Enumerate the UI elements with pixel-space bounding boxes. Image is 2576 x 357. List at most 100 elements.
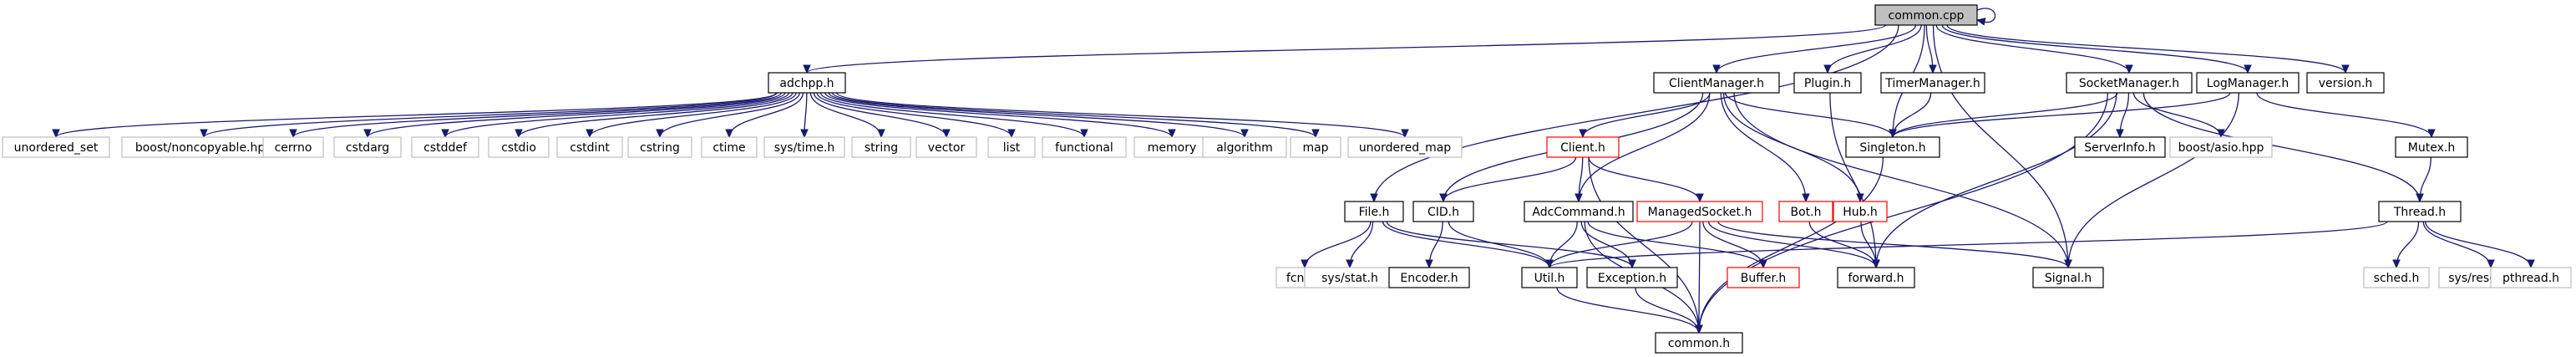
node-box: [915, 136, 977, 158]
node-clientmanager-h[interactable]: ClientManager.h: [1653, 72, 1780, 94]
node-plugin-h[interactable]: Plugin.h: [1793, 72, 1862, 94]
edge-line: [1698, 221, 1701, 334]
node-version-h[interactable]: version.h: [2306, 72, 2385, 94]
dependency-edge: [1925, 24, 1937, 74]
node-mutex-h[interactable]: Mutex.h: [2395, 136, 2468, 158]
node-box: [1344, 201, 1404, 222]
node-box: [1042, 136, 1127, 158]
node-cid-h[interactable]: CID.h: [1412, 201, 1474, 222]
arrowhead: [1889, 129, 1897, 139]
arrowhead: [515, 129, 523, 139]
node-label: sys/stat.h: [1321, 272, 1378, 285]
arrowhead: [1628, 259, 1636, 269]
node-managedsocket-h[interactable]: ManagedSocket.h: [1636, 201, 1763, 222]
node-box: [488, 136, 550, 158]
dependency-edge: [1889, 92, 2231, 139]
node-singleton-h[interactable]: Singleton.h: [1845, 136, 1940, 158]
node-encoder-h[interactable]: Encoder.h: [1388, 267, 1470, 288]
node-box: [2032, 267, 2104, 288]
dependency-edge: [1545, 221, 2388, 269]
node-common-h[interactable]: common.h: [1655, 332, 1743, 354]
node-hub-h[interactable]: Hub.h: [1833, 201, 1888, 222]
arrowhead: [2341, 64, 2350, 74]
node-common-cpp[interactable]: common.cpp: [1874, 4, 1978, 26]
dependency-edge: [656, 92, 800, 139]
node-box: [1880, 72, 1985, 94]
arrowhead: [1168, 129, 1176, 139]
node-unordered-set: unordered_set: [2, 136, 110, 158]
node-client-h[interactable]: Client.h: [1546, 136, 1620, 158]
arrowhead: [1975, 18, 1986, 26]
node-signal-h[interactable]: Signal.h: [2032, 267, 2104, 288]
dependency-edge: [1346, 221, 1374, 269]
dependency-edge: [441, 92, 789, 139]
node-util-h[interactable]: Util.h: [1521, 267, 1578, 288]
dependency-edge: [1588, 156, 1704, 203]
dependency-edge: [515, 92, 794, 139]
dependency-edge: [1575, 156, 1584, 203]
node-box: [1653, 72, 1780, 94]
arrowhead: [942, 129, 951, 139]
node-logmanager-h[interactable]: LogManager.h: [2196, 72, 2300, 94]
node-box: [1586, 267, 1678, 288]
dependency-edge: [1733, 92, 2072, 269]
node-box: [1727, 267, 1800, 288]
node-box: [411, 136, 479, 158]
node-box: [768, 72, 846, 94]
node-adccommand-h[interactable]: AdcCommand.h: [1524, 201, 1634, 222]
node-systime: sys/time.h: [763, 136, 845, 158]
arrowhead: [1545, 259, 1554, 269]
dependency-edge: [1932, 24, 2072, 269]
node-bot-h[interactable]: Bot.h: [1778, 201, 1833, 222]
node-label: Buffer.h: [1741, 272, 1787, 285]
node-file-h[interactable]: File.h: [1344, 201, 1404, 222]
edge-line: [1935, 24, 2130, 74]
node-label: cstdarg: [346, 141, 389, 155]
node-label: ManagedSocket.h: [1648, 206, 1752, 219]
arrowhead: [2427, 129, 2436, 139]
arrowhead: [1425, 259, 1433, 269]
arrowhead: [1311, 129, 1320, 139]
node-cstdio: cstdio: [488, 136, 550, 158]
node-forward-h[interactable]: forward.h: [1837, 267, 1915, 288]
arrowhead: [289, 129, 297, 139]
node-label: ServerInfo.h: [2084, 141, 2155, 155]
arrowhead: [1823, 64, 1832, 74]
arrowhead: [877, 129, 885, 139]
node-label: sched.h: [2374, 272, 2420, 285]
node-thread-h[interactable]: Thread.h: [2378, 201, 2462, 222]
node-box: [2074, 136, 2166, 158]
dependency-edges: [52, 8, 2535, 334]
dependency-edge: [725, 92, 804, 139]
node-adchpp-h[interactable]: adchpp.h: [768, 72, 846, 94]
dependency-edge: [1889, 92, 2118, 139]
dependency-edge: [1722, 92, 1864, 203]
node-label: unordered_map: [1359, 141, 1451, 155]
edge-line: [2422, 221, 2492, 268]
edge-line: [367, 92, 786, 138]
node-exception-h[interactable]: Exception.h: [1586, 267, 1678, 288]
edge-line: [1373, 24, 1899, 202]
dependency-edge: [816, 92, 1016, 139]
node-label: Encoder.h: [1400, 272, 1458, 285]
node-serverinfo-h[interactable]: ServerInfo.h: [2074, 136, 2166, 158]
node-label: ClientManager.h: [1669, 77, 1764, 90]
node-label: cstdint: [570, 141, 610, 155]
edge-line: [1932, 24, 2069, 268]
node-socketmanager-h[interactable]: SocketManager.h: [2066, 72, 2193, 94]
node-buffer-h[interactable]: Buffer.h: [1727, 267, 1800, 288]
node-label: File.h: [1359, 206, 1390, 219]
node-timermanager-h[interactable]: TimerManager.h: [1880, 72, 1985, 94]
node-label: Hub.h: [1843, 206, 1878, 219]
edge-line: [444, 92, 789, 138]
edge-line: [1448, 221, 1550, 268]
dependency-edge: [200, 92, 778, 139]
node-ctime: ctime: [701, 136, 758, 158]
node-box: [2306, 72, 2385, 94]
dependency-edge: [52, 92, 777, 139]
arrowhead: [586, 129, 594, 139]
edge-line: [203, 92, 778, 138]
edge-line: [1588, 156, 1701, 202]
edge-line: [2067, 92, 2239, 268]
node-label: Mutex.h: [2408, 141, 2455, 155]
